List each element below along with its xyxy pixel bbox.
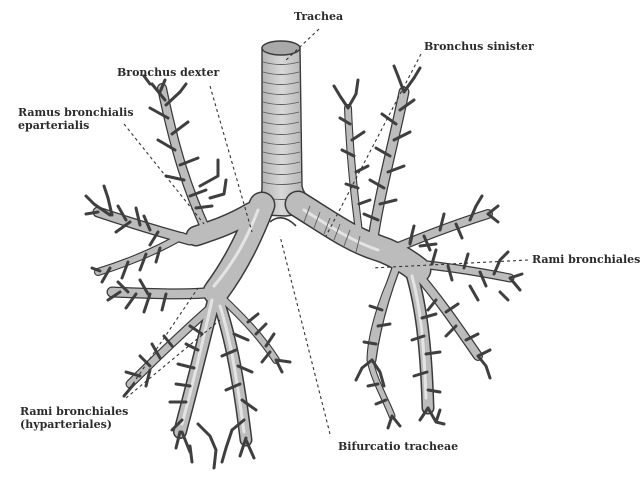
label-trachea: Trachea [294, 10, 344, 23]
trachea-leader [283, 28, 320, 63]
trachea [240, 40, 333, 217]
label-bifurcatio-tracheae: Bifurcatio tracheae [338, 440, 459, 453]
bronchus-sinister-rings [303, 205, 361, 253]
label-bronchus-dexter: Bronchus dexter [117, 66, 220, 79]
bifurcatio-leader [279, 235, 331, 435]
leader-lines [123, 28, 529, 435]
bronchus-sinister-leader [325, 53, 422, 237]
label-rami-bronchiales-hyparteriales: Rami bronchiales (hyparteriales) [20, 405, 129, 431]
label-bronchus-sinister: Bronchus sinister [424, 40, 534, 53]
left-bronchial-tree [284, 64, 524, 430]
rami-hyparteriales-leader-2 [125, 319, 221, 399]
carina-ridge [269, 217, 297, 227]
label-rami-bronchiales: Rami bronchiales [532, 253, 640, 266]
label-ramus-bronchialis-eparterialis: Ramus bronchialis eparterialis [18, 106, 134, 132]
bronchus-dexter-leader [209, 85, 253, 233]
trachea-top-opening [261, 40, 301, 56]
rami-bronchiales-leader [371, 259, 529, 269]
